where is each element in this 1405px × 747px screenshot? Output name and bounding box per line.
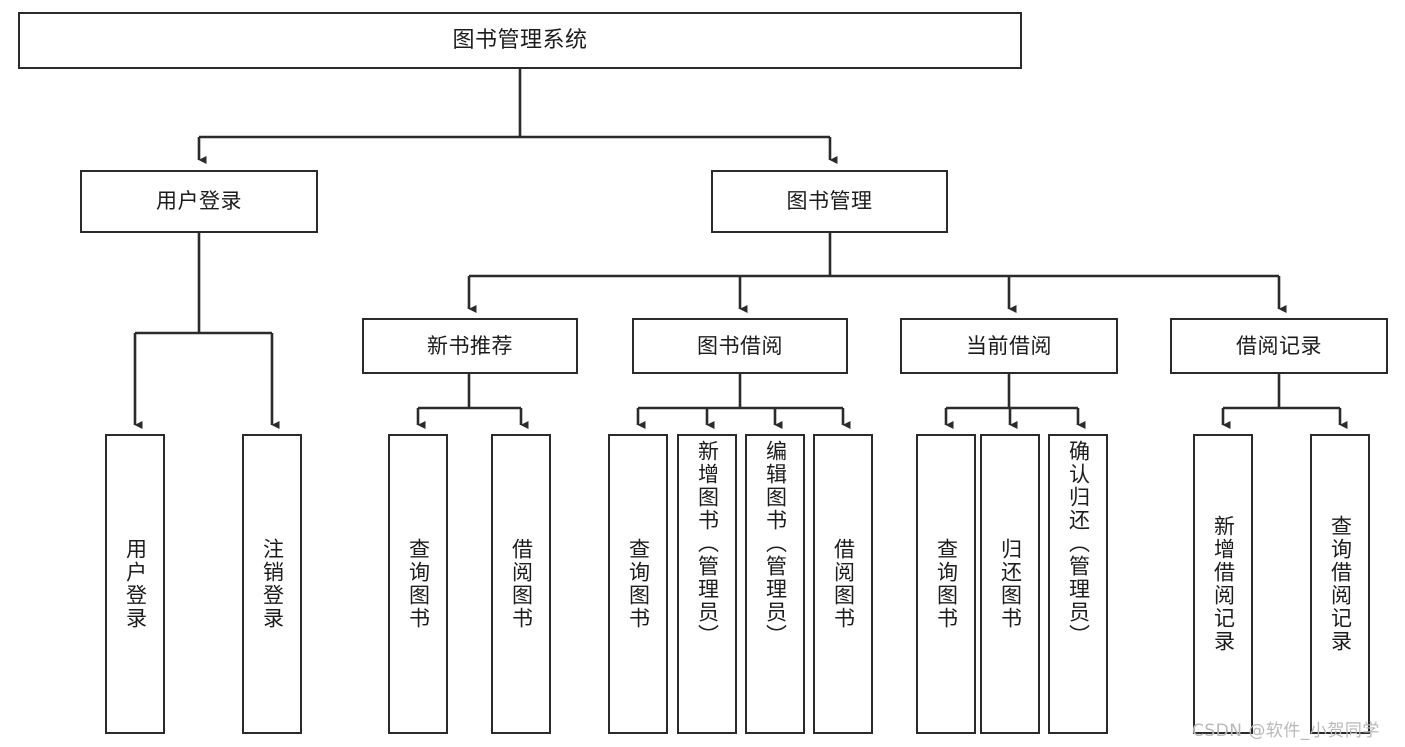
node-label: 借阅记录 [1236,333,1322,358]
leaf-new-book-borrow[interactable]: 借阅图书 [491,434,551,734]
leaf-book-borrow-query[interactable]: 查询图书 [608,434,668,734]
leaf-book-borrow-lend[interactable]: 借阅图书 [813,434,873,734]
node-current-borrow[interactable]: 当前借阅 [900,318,1118,374]
node-label: 图书借阅 [697,333,783,358]
node-label: 新书推荐 [427,333,513,358]
leaf-borrow-record-add[interactable]: 新增借阅记录 [1193,434,1253,734]
leaf-book-borrow-add[interactable]: 新增图书（管理员） [677,434,737,734]
leaf-user-login-signout[interactable]: 注销登录 [242,434,302,734]
node-label: 新增图书（管理员） [695,440,720,647]
node-label: 查询图书 [406,538,431,630]
leaf-user-login-signin[interactable]: 用户登录 [105,434,165,734]
node-label: 编辑图书（管理员） [763,440,788,647]
node-label: 查询图书 [626,538,651,630]
node-borrow-record[interactable]: 借阅记录 [1170,318,1388,374]
node-label: 查询借阅记录 [1328,515,1353,653]
node-label: 注销登录 [260,538,285,630]
leaf-book-borrow-edit[interactable]: 编辑图书（管理员） [745,434,805,734]
leaf-current-borrow-query[interactable]: 查询图书 [916,434,976,734]
node-new-book-recommend[interactable]: 新书推荐 [362,318,578,374]
node-label: 归还图书 [998,538,1023,630]
node-label: 当前借阅 [966,333,1052,358]
node-book-management[interactable]: 图书管理 [711,170,948,233]
node-book-borrow[interactable]: 图书借阅 [632,318,848,374]
node-label: 用户登录 [156,189,242,214]
node-label: 图书管理系统 [452,27,588,53]
node-label: 查询图书 [934,538,959,630]
leaf-borrow-record-query[interactable]: 查询借阅记录 [1310,434,1370,734]
node-label: 用户登录 [123,538,148,630]
node-label: 图书管理 [786,189,873,214]
csdn-watermark: CSDN @软件_小贺同学 [1192,721,1380,741]
leaf-current-borrow-return[interactable]: 归还图书 [980,434,1040,734]
node-label: 确认归还（管理员） [1066,440,1091,647]
leaf-new-book-query[interactable]: 查询图书 [388,434,448,734]
node-user-login[interactable]: 用户登录 [80,170,318,233]
node-label: 新增借阅记录 [1211,515,1236,653]
leaf-current-borrow-confirm-return[interactable]: 确认归还（管理员） [1048,434,1108,734]
node-root-system[interactable]: 图书管理系统 [18,12,1022,69]
node-label: 借阅图书 [831,538,856,630]
node-label: 借阅图书 [509,538,534,630]
